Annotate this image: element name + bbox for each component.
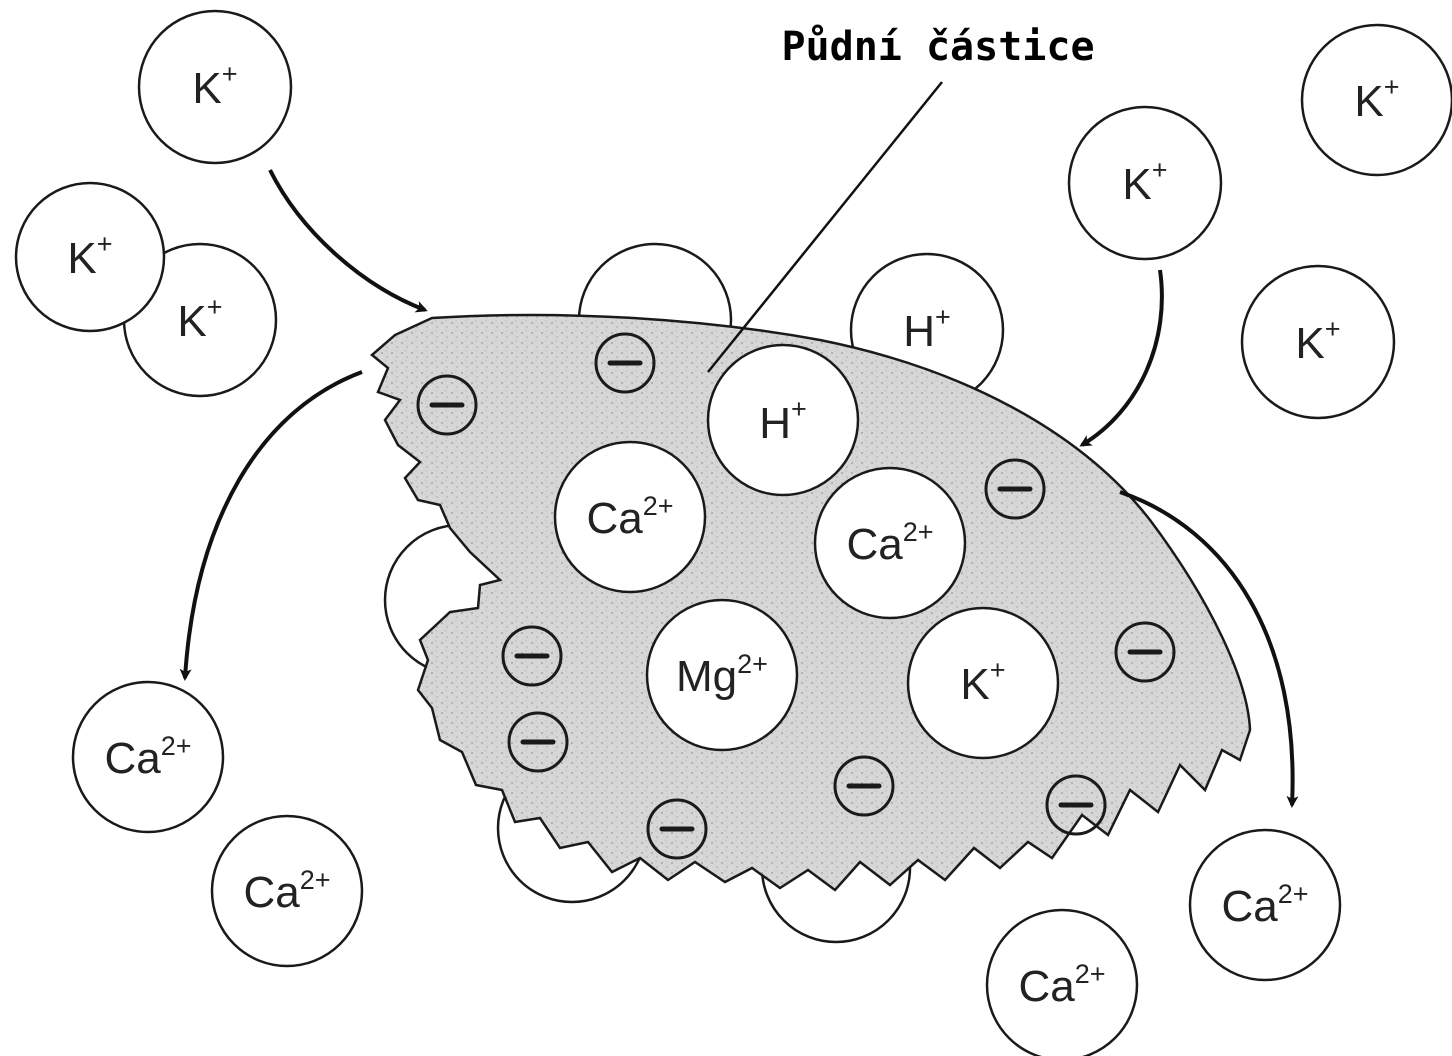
ion-ca-out-left-a: Ca2+ [73,682,223,832]
ion-ca-out-right-b: Ca2+ [987,910,1137,1056]
ion-k-inner: K+ [908,608,1058,758]
ion-ca-inner-right: Ca2+ [815,468,965,618]
arrow-ca-out-left [185,372,362,678]
ion-k-far-right-mid: K+ [1242,266,1394,418]
arrow-k-in-right [1082,270,1162,445]
ion-h-inner: H+ [708,345,858,495]
ion-k-top-left: K+ [139,11,291,163]
diagram-title: Půdní částice [781,23,1094,70]
ion-ca-out-left-b: Ca2+ [212,816,362,966]
arrow-k-in-left [270,170,425,310]
ion-ca-inner-left: Ca2+ [555,442,705,592]
ion-k-left-a: K+ [16,183,164,331]
ion-mg-inner: Mg2+ [647,600,797,750]
ion-ca-out-right-a: Ca2+ [1190,830,1340,980]
ion-k-top-right: K+ [1069,107,1221,259]
ion-k-far-right-top: K+ [1302,25,1452,175]
